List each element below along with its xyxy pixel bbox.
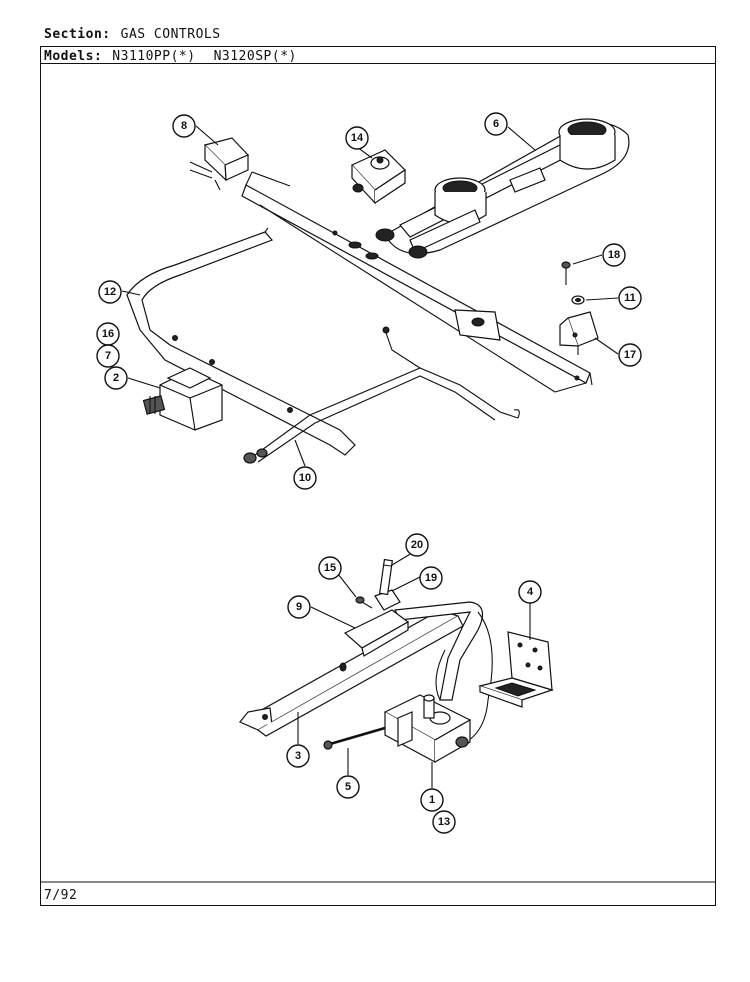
callout-1: 1: [420, 788, 444, 812]
section-value: GAS CONTROLS: [120, 27, 221, 42]
oven-thermostat: [383, 694, 472, 764]
svg-text:3: 3: [295, 750, 301, 762]
thermostat-bracket: [238, 601, 493, 746]
control-rail: [126, 227, 356, 456]
burner-valve: [142, 367, 223, 431]
model-1: N3110PP(*): [112, 49, 196, 64]
thermocouple-tube: [243, 326, 520, 464]
callout-5: 5: [336, 775, 360, 799]
manifold-bar: [241, 171, 593, 393]
pressure-regulator: [350, 149, 406, 205]
callout-12: 12: [98, 280, 122, 304]
callout-7: 7: [96, 344, 120, 368]
svg-text:6: 6: [493, 118, 499, 130]
svg-text:17: 17: [624, 349, 636, 361]
svg-text:19: 19: [425, 572, 437, 584]
models-heading: Models: N3110PP(*) N3120SP(*): [44, 49, 297, 64]
svg-text:15: 15: [324, 562, 336, 574]
burner-assembly: [375, 118, 630, 259]
svg-text:20: 20: [411, 539, 423, 551]
callout-2: 2: [104, 366, 128, 390]
svg-text:12: 12: [104, 286, 116, 298]
svg-text:1: 1: [429, 794, 435, 806]
callout-4: 4: [518, 580, 542, 604]
svg-text:10: 10: [299, 472, 311, 484]
callout-8: 8: [172, 114, 196, 138]
section-heading: Section: GAS CONTROLS: [44, 27, 221, 42]
ignition-switch: [189, 137, 250, 191]
svg-text:4: 4: [527, 586, 534, 598]
callout-19: 19: [419, 566, 443, 590]
svg-text:5: 5: [345, 781, 351, 793]
callout-16: 16: [96, 322, 120, 346]
svg-text:13: 13: [438, 816, 450, 828]
svg-text:11: 11: [624, 292, 636, 304]
diagram-frame: [40, 46, 716, 906]
callout-6: 6: [484, 112, 508, 136]
callout-3: 3: [286, 744, 310, 768]
callout-9: 9: [287, 595, 311, 619]
section-label: Section:: [44, 27, 111, 42]
header-divider: [40, 63, 716, 64]
leader-lines: [121, 125, 619, 788]
svg-text:9: 9: [296, 601, 302, 613]
cover-plate: [477, 631, 554, 708]
mounting-bracket: [559, 261, 599, 355]
footer-date: 7/92: [44, 888, 78, 903]
callout-11: 11: [618, 286, 642, 310]
model-2: N3120SP(*): [213, 49, 297, 64]
callout-18: 18: [602, 243, 626, 267]
svg-text:2: 2: [113, 372, 119, 384]
callout-10: 10: [293, 466, 317, 490]
svg-text:8: 8: [181, 120, 187, 132]
svg-text:16: 16: [102, 328, 114, 340]
long-screw: [323, 726, 386, 750]
callout-15: 15: [318, 556, 342, 580]
callout-14: 14: [345, 126, 369, 150]
svg-text:14: 14: [351, 132, 364, 144]
models-label: Models:: [44, 49, 103, 64]
svg-text:18: 18: [608, 249, 620, 261]
svg-text:7: 7: [105, 350, 111, 362]
callout-20: 20: [405, 533, 429, 557]
burner-clamp: [343, 558, 410, 657]
callout-17: 17: [618, 343, 642, 367]
callout-13: 13: [432, 810, 456, 834]
